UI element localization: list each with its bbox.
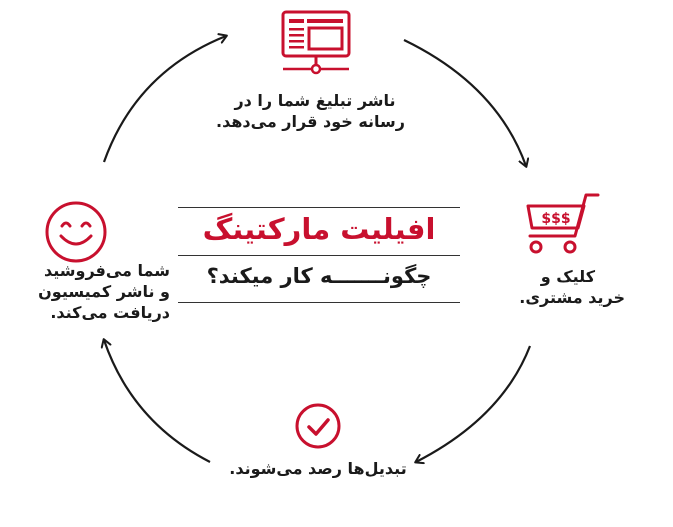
computer-monitor-icon — [279, 8, 353, 80]
step-publisher-line-1: ناشر تبلیغ شما را در — [234, 91, 396, 110]
arrow-top-left — [102, 36, 226, 163]
step-publisher-text: ناشر تبلیغ شما را در رسانه خود قرار می‌د… — [216, 90, 405, 132]
check-circle-icon — [294, 402, 342, 454]
step-commission-line-1: شما می‌فروشید — [43, 261, 170, 280]
arrow-bottom-left — [104, 340, 211, 463]
step-publisher-line-2: رسانه خود قرار می‌دهد. — [216, 112, 405, 131]
cart-price-label: $$$ — [541, 211, 570, 227]
step-tracking-line-1: تبدیل‌ها رصد می‌شوند. — [229, 459, 407, 478]
smiley-face-icon — [44, 200, 108, 268]
step-tracking-text: تبدیل‌ها رصد می‌شوند. — [220, 458, 416, 479]
step-click-purchase-line-1: کلیک و — [540, 267, 595, 286]
title-middle-rule — [178, 255, 460, 256]
arrow-bottom-right — [416, 345, 532, 462]
step-click-purchase-text: کلیک و خرید مشتری. — [475, 266, 625, 308]
diagram-title: افیلیت مارکتینگ — [202, 212, 436, 246]
step-click-purchase-line-2: خرید مشتری. — [519, 288, 625, 307]
title-top-rule — [178, 207, 460, 208]
arrow-top-right — [403, 39, 526, 166]
title-bottom-rule — [178, 302, 460, 303]
step-commission-text: شما می‌فروشید و ناشر کمیسیون دریافت می‌ک… — [20, 260, 170, 323]
step-commission-line-3: دریافت می‌کند. — [50, 303, 170, 322]
step-commission-line-2: و ناشر کمیسیون — [38, 282, 170, 301]
shopping-cart-icon: $$$ — [518, 192, 600, 260]
diagram-subtitle: چگونـــــــه کار میکند؟ — [206, 264, 432, 288]
